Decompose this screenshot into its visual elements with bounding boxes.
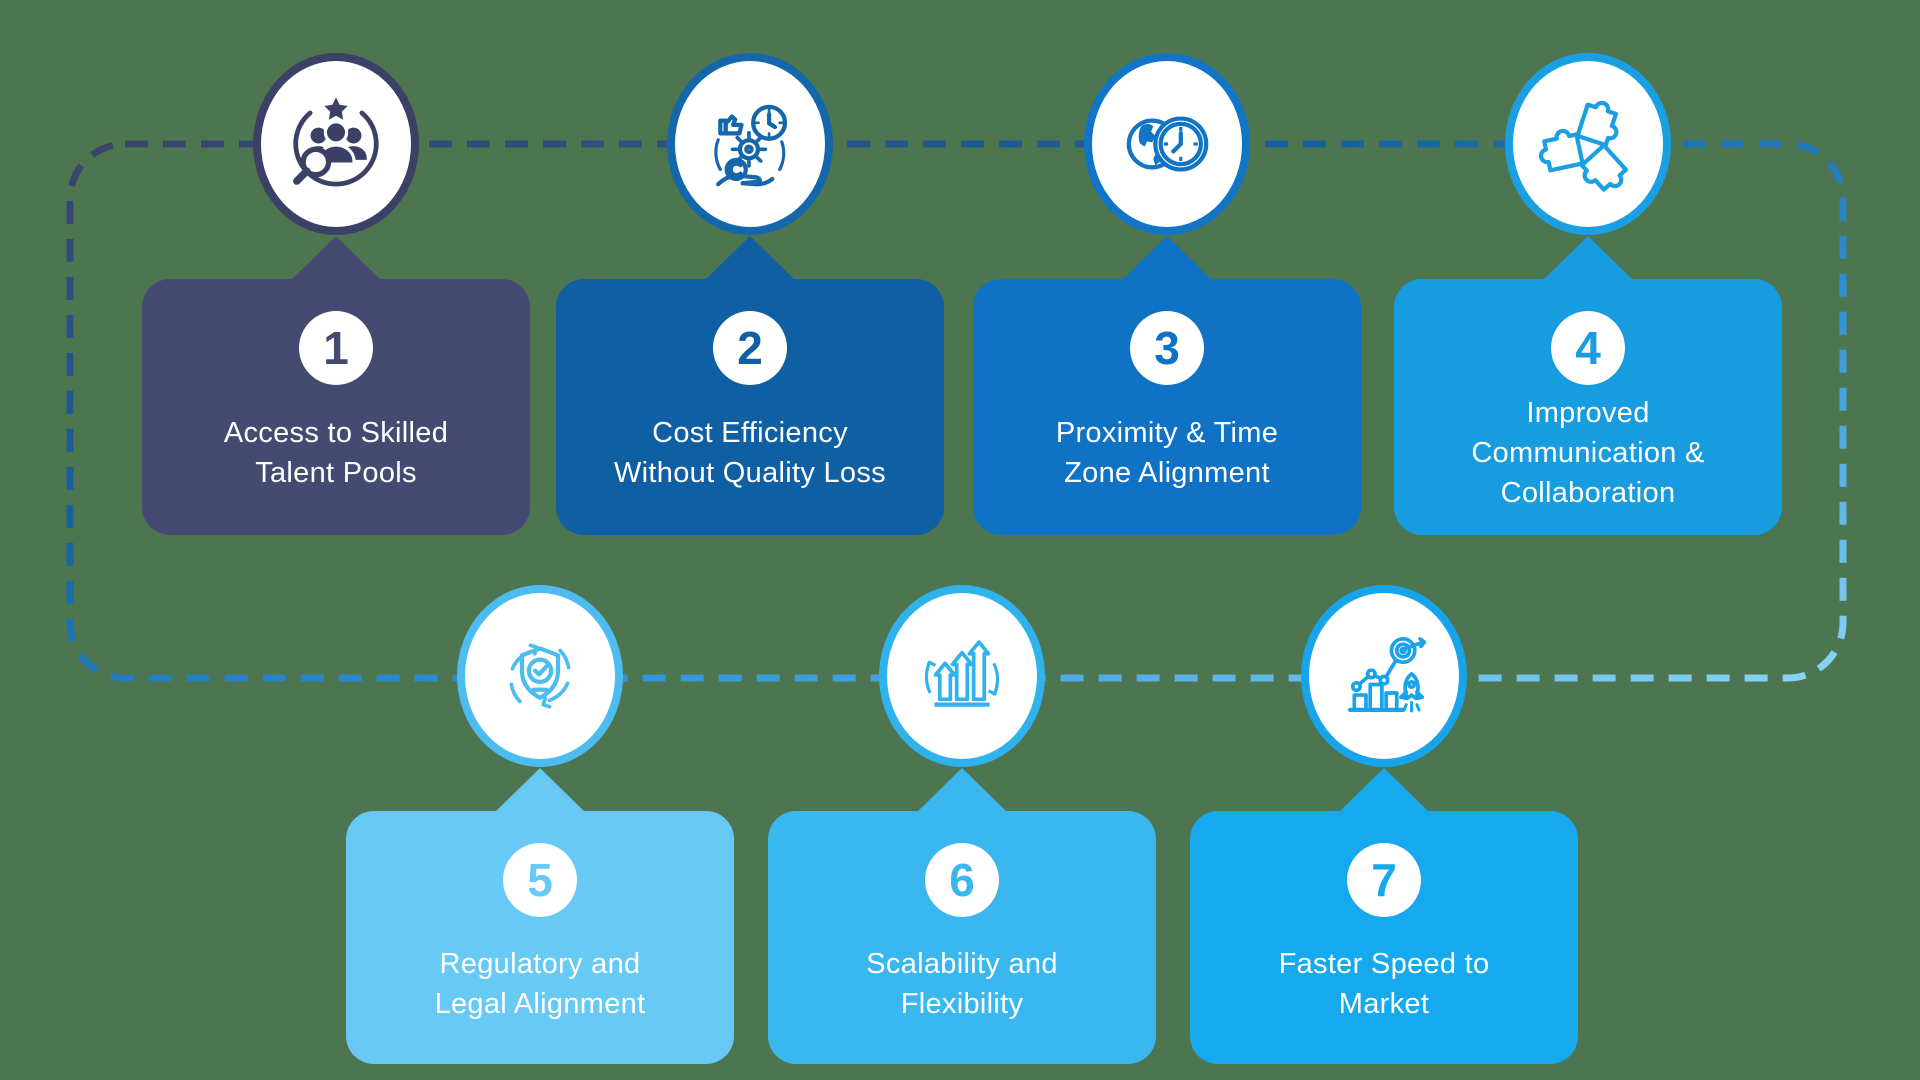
card-pointer <box>289 236 383 282</box>
step-icon-circle <box>667 53 833 235</box>
card-pointer <box>915 768 1009 814</box>
step-icon-circle <box>253 53 419 235</box>
card-pointer <box>1541 236 1635 282</box>
timezone-globe-icon <box>1126 116 1209 172</box>
collaboration-puzzle-icon <box>1538 100 1629 192</box>
step-icon-circle <box>1084 53 1250 235</box>
cost-efficiency-icon <box>714 104 788 187</box>
step-icon-circle <box>457 585 623 767</box>
step-number-badge: 4 <box>1551 311 1625 385</box>
card-pointer <box>1337 768 1431 814</box>
scalability-arrows-icon <box>924 640 1000 707</box>
step-number-badge: 2 <box>713 311 787 385</box>
step-icon-circle <box>1301 585 1467 767</box>
card-pointer <box>703 236 797 282</box>
step-number-badge: 1 <box>299 311 373 385</box>
card-pointer <box>493 768 587 814</box>
card-pointer <box>1120 236 1214 282</box>
step-number-badge: 5 <box>503 843 577 917</box>
step-icon-circle <box>1505 53 1671 235</box>
step-number-badge: 6 <box>925 843 999 917</box>
step-icon-circle <box>879 585 1045 767</box>
talent-search-icon <box>293 97 379 187</box>
step-number-badge: 7 <box>1347 843 1421 917</box>
step-number-badge: 3 <box>1130 311 1204 385</box>
compliance-shield-icon <box>509 643 571 709</box>
speed-rocket-icon <box>1347 637 1427 713</box>
